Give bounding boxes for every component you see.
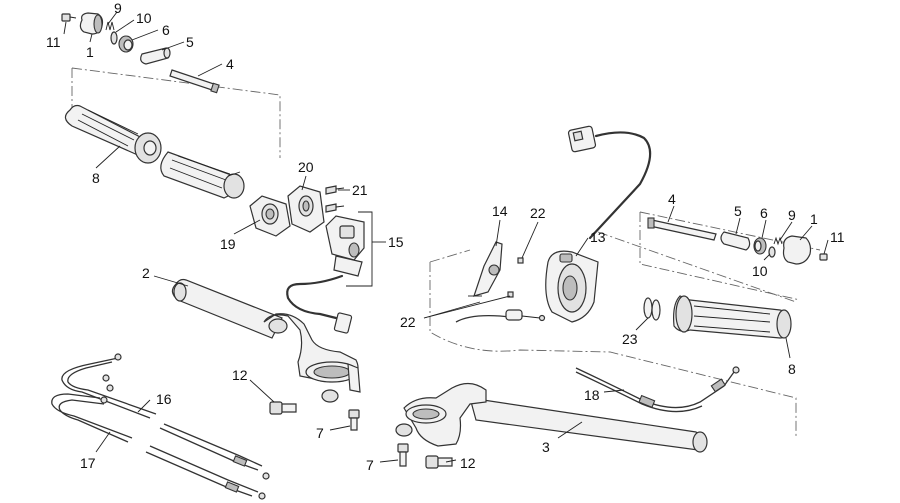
callout-9-left: 9 <box>114 0 122 16</box>
callout-20: 20 <box>298 159 314 175</box>
leader-lines <box>63 11 829 463</box>
part-18-cable <box>575 366 740 413</box>
part-8-grip-right <box>673 295 792 339</box>
callout-13: 13 <box>590 229 606 245</box>
callout-4-right: 4 <box>668 191 676 207</box>
part-23-o-rings <box>643 297 661 321</box>
callout-22-top: 22 <box>530 205 546 221</box>
part-9-spring-right <box>773 236 783 246</box>
part-14-bracket <box>468 241 503 297</box>
callout-11-left: 11 <box>46 34 61 50</box>
callout-19: 19 <box>220 236 236 252</box>
part-4-rod-right <box>647 217 717 241</box>
part-8-grip-left <box>64 104 245 199</box>
assembly-guide-left <box>71 67 281 158</box>
callout-5-right: 5 <box>734 203 742 219</box>
part-7-screw-left <box>348 409 360 431</box>
part-7-screw-right <box>397 443 409 467</box>
callout-16: 16 <box>156 391 172 407</box>
callout-12-left: 12 <box>232 367 248 383</box>
callout-9-right: 9 <box>788 207 796 223</box>
part-17-cable <box>51 393 133 443</box>
callout-12-right: 12 <box>460 455 476 471</box>
callout-6-left: 6 <box>162 22 170 38</box>
part-6-bushing-right <box>753 237 767 255</box>
callout-17: 17 <box>80 455 96 471</box>
part-9-spring-left <box>105 21 115 31</box>
part-12-bolt-left <box>269 401 297 415</box>
callout-10-left: 10 <box>136 10 152 26</box>
part-1-bar-end-right <box>782 235 812 265</box>
callout-8-right: 8 <box>788 361 796 377</box>
part-2-handlebar-left <box>171 278 361 403</box>
callout-21: 21 <box>352 182 368 198</box>
part-11-screw-right <box>819 253 828 261</box>
callout-22-bottom: 22 <box>400 314 416 330</box>
part-13-switch-right <box>545 125 652 323</box>
callout-7-right: 7 <box>366 457 374 473</box>
callout-7-left: 7 <box>316 425 324 441</box>
callout-5-left: 5 <box>186 34 194 50</box>
throttle-cables-bottom <box>145 423 270 500</box>
part-4-rod-left <box>169 69 220 94</box>
callout-10-right: 10 <box>752 263 768 279</box>
part-5-sleeve-left <box>140 47 171 65</box>
part-19-clamp-lower <box>249 195 291 237</box>
callout-4-left: 4 <box>226 56 234 72</box>
callout-14: 14 <box>492 203 508 219</box>
part-3-handlebar-right <box>395 382 708 453</box>
part-10-ring-right <box>768 246 776 258</box>
callout-labels: 11 9 10 6 1 5 4 8 20 21 19 15 2 14 22 13… <box>46 0 845 473</box>
callout-1-left: 1 <box>86 44 94 60</box>
callout-6-right: 6 <box>760 205 768 221</box>
switch-clamp-group <box>249 185 345 237</box>
callout-8-left: 8 <box>92 170 100 186</box>
callout-18: 18 <box>584 387 600 403</box>
part-1-bar-end-left <box>79 12 104 35</box>
part-11-screw-left <box>61 13 77 22</box>
callout-23: 23 <box>622 331 638 347</box>
part-10-ring-left <box>110 31 118 45</box>
part-6-bushing-left <box>118 35 134 53</box>
part-20-clamp-upper <box>287 185 325 233</box>
part-21-screws <box>325 185 345 213</box>
part-12-bolt-right <box>425 455 453 469</box>
part-22-screws <box>455 257 546 323</box>
callout-2: 2 <box>142 265 150 281</box>
part-5-sleeve-right <box>720 231 751 251</box>
assembly-guide-right <box>429 231 797 436</box>
part-16-cable <box>61 353 157 419</box>
callout-1-right: 1 <box>810 211 818 227</box>
callout-11-right: 11 <box>830 229 845 245</box>
part-15-switch <box>286 211 373 334</box>
callout-15: 15 <box>388 234 404 250</box>
callout-3: 3 <box>542 439 550 455</box>
left-throttle-group <box>61 12 281 199</box>
